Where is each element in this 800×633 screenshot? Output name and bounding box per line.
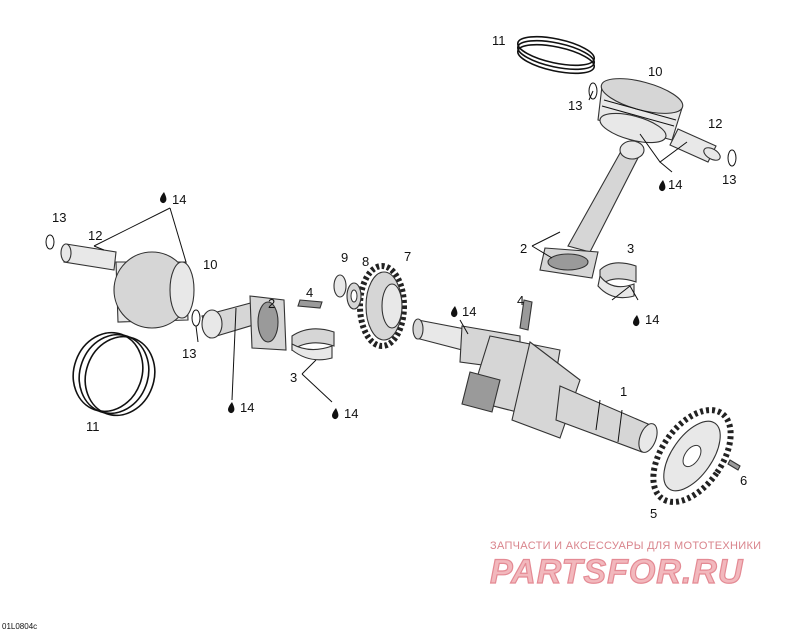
ring-9 bbox=[333, 274, 347, 298]
bearing-shells-left bbox=[291, 328, 335, 361]
callout-7: 7 bbox=[404, 249, 411, 264]
callout-2-right: 2 bbox=[520, 241, 527, 256]
callout-labels: 11 10 13 12 13 14 2 3 14 4 14 1 6 5 9 8 … bbox=[52, 33, 747, 521]
circlip-left-b bbox=[191, 309, 201, 327]
bearing-shells-right bbox=[597, 262, 637, 299]
wrist-pin-left bbox=[60, 243, 117, 271]
callout-13-upper-left: 13 bbox=[568, 98, 582, 113]
callout-13-upper-right: 13 bbox=[722, 172, 736, 187]
callout-3-left: 3 bbox=[290, 370, 297, 385]
piston-ring-upper bbox=[516, 35, 596, 75]
callout-11-left: 11 bbox=[86, 419, 100, 434]
callout-5: 5 bbox=[650, 506, 657, 521]
oil-drop-icon bbox=[160, 180, 666, 420]
trigger-wheel bbox=[650, 407, 734, 505]
callout-13-left-bottom: 13 bbox=[182, 346, 196, 361]
drive-gear bbox=[357, 263, 407, 349]
piston-left bbox=[113, 251, 195, 329]
callout-10-left: 10 bbox=[203, 257, 217, 272]
circlip-upper-left bbox=[588, 82, 598, 100]
callout-13-left-top: 13 bbox=[52, 210, 66, 225]
watermark-logo: PARTSFOR.RU bbox=[490, 553, 744, 591]
callout-14-left-rod: 14 bbox=[240, 400, 254, 415]
watermark-tagline: ЗАПЧАСТИ И АКСЕССУАРЫ ДЛЯ МОТОТЕХНИКИ bbox=[490, 540, 761, 552]
leader-lines bbox=[93, 90, 688, 403]
connecting-rod-upper bbox=[539, 140, 645, 279]
circlip-upper-right bbox=[727, 149, 737, 167]
screw-6 bbox=[727, 459, 741, 471]
callout-9: 9 bbox=[341, 250, 348, 265]
callout-14-upper: 14 bbox=[668, 177, 682, 192]
callout-1: 1 bbox=[620, 384, 627, 399]
callout-4-right: 4 bbox=[517, 293, 524, 308]
rod-bolt bbox=[297, 299, 323, 309]
callout-8: 8 bbox=[362, 254, 369, 269]
callout-4-left: 4 bbox=[306, 285, 313, 300]
wrist-pin-upper bbox=[669, 128, 721, 163]
piston-rings-left bbox=[72, 331, 156, 417]
callout-2-left: 2 bbox=[268, 296, 275, 311]
callout-3-right: 3 bbox=[627, 241, 634, 256]
callout-14-right: 14 bbox=[645, 312, 659, 327]
callout-10-upper: 10 bbox=[648, 64, 662, 79]
reference-code: 01L0804c bbox=[2, 622, 37, 631]
woodruff-key bbox=[519, 299, 533, 331]
callout-11-upper: 11 bbox=[492, 33, 506, 48]
callout-6: 6 bbox=[740, 473, 747, 488]
watermark: ЗАПЧАСТИ И АКСЕССУАРЫ ДЛЯ МОТОТЕХНИКИ PA… bbox=[489, 540, 761, 592]
callout-14-left-top: 14 bbox=[172, 192, 186, 207]
crankshaft bbox=[412, 318, 658, 453]
callout-12-left: 12 bbox=[88, 228, 102, 243]
piston-upper bbox=[597, 78, 684, 144]
circlip-left-a bbox=[45, 234, 55, 250]
callout-14-crank: 14 bbox=[462, 304, 476, 319]
callout-14-left-bearing: 14 bbox=[344, 406, 358, 421]
callout-12-upper: 12 bbox=[708, 116, 722, 131]
